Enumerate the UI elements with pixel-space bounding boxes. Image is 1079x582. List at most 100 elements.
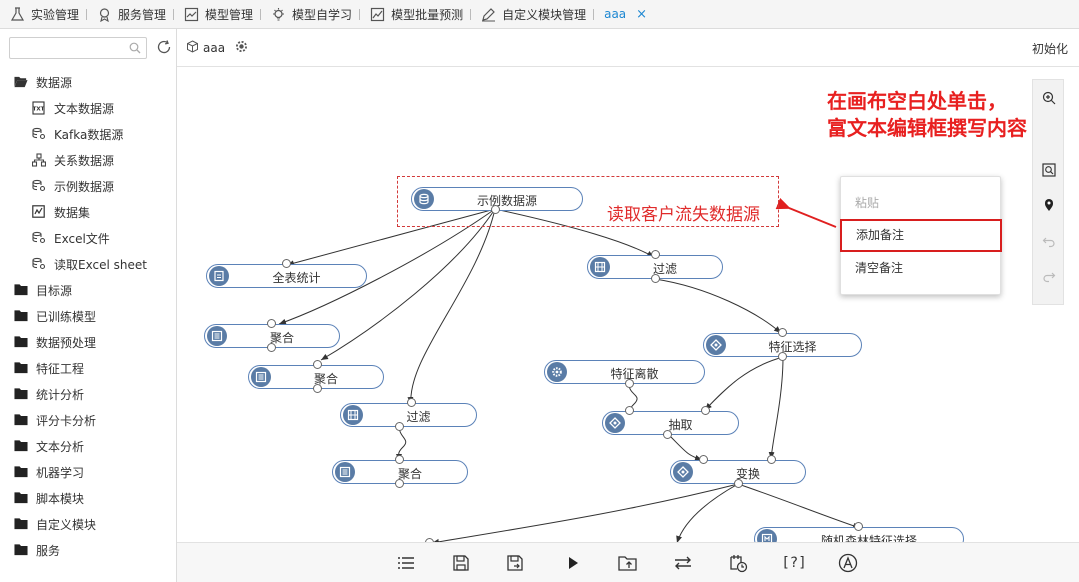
tree-item[interactable]: 已训练模型 bbox=[0, 303, 177, 329]
menu-item-add-note[interactable]: 添加备注 bbox=[840, 219, 1002, 252]
node-aggregate-1[interactable]: 聚合 bbox=[204, 324, 340, 348]
input-port[interactable] bbox=[407, 398, 416, 407]
database-link-icon bbox=[32, 127, 46, 141]
tab-label: aaa bbox=[604, 7, 627, 21]
save-as-icon[interactable] bbox=[505, 553, 525, 573]
tree-item[interactable]: Kafka数据源 bbox=[0, 121, 177, 147]
search-input[interactable] bbox=[14, 38, 124, 58]
schedule-icon[interactable] bbox=[728, 553, 748, 573]
edge-datasource-agg2 bbox=[320, 208, 496, 361]
tree-item-label: 文本分析 bbox=[36, 439, 85, 454]
node-filter-mid[interactable]: 过滤 bbox=[340, 403, 477, 427]
output-port[interactable] bbox=[313, 384, 322, 393]
node-label: 过滤 bbox=[652, 262, 677, 276]
search-icon[interactable] bbox=[129, 42, 141, 57]
input-port[interactable] bbox=[778, 328, 787, 337]
save-icon[interactable] bbox=[451, 553, 471, 573]
output-port[interactable] bbox=[267, 343, 276, 352]
output-port[interactable] bbox=[491, 205, 500, 214]
tree-item[interactable]: 特征工程 bbox=[0, 355, 177, 381]
tab-model[interactable]: 模型管理 bbox=[174, 0, 262, 29]
comment-note-box[interactable] bbox=[397, 176, 779, 227]
input-port[interactable] bbox=[699, 455, 708, 464]
tab-batch-predict[interactable]: 模型批量预测 bbox=[360, 0, 472, 29]
export-folder-icon[interactable] bbox=[618, 553, 638, 573]
switch-icon[interactable] bbox=[673, 553, 693, 573]
redo-icon[interactable] bbox=[1040, 267, 1058, 285]
tree-item[interactable]: 统计分析 bbox=[0, 381, 177, 407]
note-pointer-arrow bbox=[775, 197, 837, 228]
forest-icon bbox=[757, 529, 777, 542]
zoom-fit-icon[interactable] bbox=[1040, 161, 1058, 179]
tab-service[interactable]: 服务管理 bbox=[87, 0, 175, 29]
output-port[interactable] bbox=[651, 274, 660, 283]
tree-item[interactable]: 读取Excel sheet bbox=[0, 251, 177, 277]
output-port[interactable] bbox=[778, 352, 787, 361]
tree-item[interactable]: 关系数据源 bbox=[0, 147, 177, 173]
edge-transform-forest bbox=[737, 483, 861, 529]
tab-custom-module[interactable]: 自定义模块管理 bbox=[471, 0, 595, 29]
output-port[interactable] bbox=[663, 430, 672, 439]
tab-aaa[interactable]: aaa × bbox=[594, 0, 655, 29]
zoom-in-icon[interactable] bbox=[1040, 89, 1058, 107]
input-port[interactable] bbox=[651, 250, 660, 259]
run-icon[interactable] bbox=[563, 553, 583, 573]
node-aggregate-2[interactable]: 聚合 bbox=[248, 365, 384, 389]
output-port[interactable] bbox=[625, 379, 634, 388]
output-port[interactable] bbox=[734, 479, 743, 488]
tree-item[interactable]: 脚本模块 bbox=[0, 485, 177, 511]
tree-item[interactable]: 评分卡分析 bbox=[0, 407, 177, 433]
tree-item[interactable]: 自定义模块 bbox=[0, 511, 177, 537]
undo-icon[interactable] bbox=[1040, 232, 1058, 250]
output-port[interactable] bbox=[395, 479, 404, 488]
refresh-icon[interactable] bbox=[156, 39, 172, 58]
input-port[interactable] bbox=[625, 406, 634, 415]
initialize-button[interactable]: 初始化 bbox=[1031, 42, 1068, 56]
edge-extract-transform bbox=[666, 432, 703, 461]
location-pin-icon[interactable] bbox=[1040, 196, 1058, 214]
database-link-icon bbox=[32, 257, 46, 271]
input-port[interactable] bbox=[701, 406, 710, 415]
workflow-canvas[interactable]: 读取客户流失数据源 示例数据源 全表统计 过滤 聚合 聚合 bbox=[177, 67, 1079, 542]
close-icon[interactable]: × bbox=[636, 6, 648, 22]
tree-item[interactable]: 示例数据源 bbox=[0, 173, 177, 199]
aggregate-icon bbox=[251, 367, 271, 387]
tree-item[interactable]: 数据预处理 bbox=[0, 329, 177, 355]
text-file-icon: TXT bbox=[32, 101, 46, 115]
tab-label: 服务管理 bbox=[118, 7, 167, 22]
edit-icon bbox=[481, 7, 496, 22]
tree-item[interactable]: 服务 bbox=[0, 537, 177, 563]
tree-item[interactable]: 文本分析 bbox=[0, 433, 177, 459]
tree-item[interactable]: 目标源 bbox=[0, 277, 177, 303]
input-port[interactable] bbox=[425, 538, 434, 542]
instruction-annotation: 在画布空白处单击， 富文本编辑框撰写内容 bbox=[827, 88, 1027, 142]
input-port[interactable] bbox=[282, 259, 291, 268]
menu-item-paste[interactable]: 粘贴 bbox=[855, 196, 880, 210]
output-port[interactable] bbox=[395, 422, 404, 431]
tree-item[interactable]: 数据集 bbox=[0, 199, 177, 225]
tree-item[interactable]: 机器学习 bbox=[0, 459, 177, 485]
tree-item[interactable]: 数据源 bbox=[0, 69, 177, 95]
input-port[interactable] bbox=[395, 455, 404, 464]
auto-layout-icon[interactable] bbox=[838, 553, 858, 573]
gear-node-icon bbox=[547, 362, 567, 382]
node-label: 聚合 bbox=[397, 467, 422, 481]
input-port[interactable] bbox=[767, 455, 776, 464]
tree-item-label: 示例数据源 bbox=[54, 179, 115, 194]
context-menu: 粘贴 添加备注 清空备注 bbox=[840, 176, 1002, 295]
input-port[interactable] bbox=[854, 522, 863, 531]
help-icon[interactable]: [?] bbox=[781, 553, 806, 573]
node-feature-discretize[interactable]: 特征离散 bbox=[544, 360, 705, 384]
tree-item-label: 统计分析 bbox=[36, 387, 85, 402]
tab-experiment[interactable]: 实验管理 bbox=[0, 0, 88, 29]
tab-label: 模型批量预测 bbox=[391, 7, 464, 22]
input-port[interactable] bbox=[313, 360, 322, 369]
menu-item-clear-notes[interactable]: 清空备注 bbox=[855, 261, 904, 275]
tree-item[interactable]: Excel文件 bbox=[0, 225, 177, 251]
settings-gear-icon[interactable] bbox=[235, 40, 248, 56]
tab-self-learning[interactable]: 模型自学习 bbox=[261, 0, 361, 29]
list-icon[interactable] bbox=[396, 553, 416, 573]
input-port[interactable] bbox=[267, 319, 276, 328]
